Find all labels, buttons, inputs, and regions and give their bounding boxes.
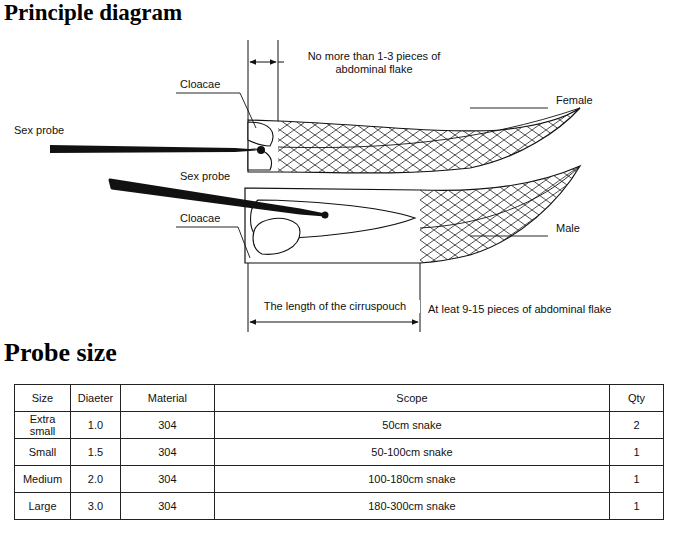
table-header: Qty bbox=[610, 385, 664, 412]
dimension-note: The length of the cirruspouch bbox=[250, 300, 420, 313]
table-cell: Medium bbox=[15, 466, 71, 493]
table-cell: 1 bbox=[610, 493, 664, 520]
table-header: Scope bbox=[214, 385, 609, 412]
table-cell: Large bbox=[15, 493, 71, 520]
title: Principle diagram bbox=[4, 0, 182, 26]
table-cell: 304 bbox=[120, 439, 214, 466]
leader-line bbox=[176, 93, 256, 128]
table-cell: 50-100cm snake bbox=[214, 439, 609, 466]
male-cloaca bbox=[253, 218, 300, 254]
table-cell: Small bbox=[15, 439, 71, 466]
table-cell: 304 bbox=[120, 466, 214, 493]
table-cell: 304 bbox=[120, 412, 214, 439]
leader-line bbox=[176, 227, 250, 258]
sex-label: Female bbox=[556, 94, 593, 107]
table-cell: 304 bbox=[120, 493, 214, 520]
table-cell: 100-180cm snake bbox=[214, 466, 609, 493]
table-cell: 2.0 bbox=[70, 466, 120, 493]
scale-pattern bbox=[420, 160, 590, 270]
dimension-note: At leat 9-15 pieces of abdominal flake bbox=[428, 303, 611, 316]
table-cell: Extra small bbox=[15, 412, 71, 439]
female-cloaca bbox=[248, 122, 273, 170]
sex-probe bbox=[110, 180, 325, 215]
sex-label: Male bbox=[556, 222, 580, 235]
sex-probe bbox=[50, 145, 262, 153]
table-cell: 180-300cm snake bbox=[214, 493, 609, 520]
section-heading: Probe size bbox=[4, 338, 117, 368]
dimension-note: No more than 1-3 pieces of abdominal fla… bbox=[285, 50, 463, 76]
part-label: Sex probe bbox=[14, 124, 64, 137]
table-header: Size bbox=[15, 385, 71, 412]
table-cell: 1.5 bbox=[70, 439, 120, 466]
table-cell: 3.0 bbox=[70, 493, 120, 520]
table-cell: 2 bbox=[610, 412, 664, 439]
table-cell: 50cm snake bbox=[214, 412, 609, 439]
table-cell: 1 bbox=[610, 466, 664, 493]
part-label: Cloacae bbox=[180, 78, 220, 91]
probe-size-table: SizeDiaeterMaterialScopeQtyExtra small1.… bbox=[14, 384, 664, 520]
part-label: Sex probe bbox=[180, 170, 230, 183]
table-header: Material bbox=[120, 385, 214, 412]
table-cell: 1 bbox=[610, 439, 664, 466]
part-label: Cloacae bbox=[180, 212, 220, 225]
table-header: Diaeter bbox=[70, 385, 120, 412]
table-cell: 1.0 bbox=[70, 412, 120, 439]
